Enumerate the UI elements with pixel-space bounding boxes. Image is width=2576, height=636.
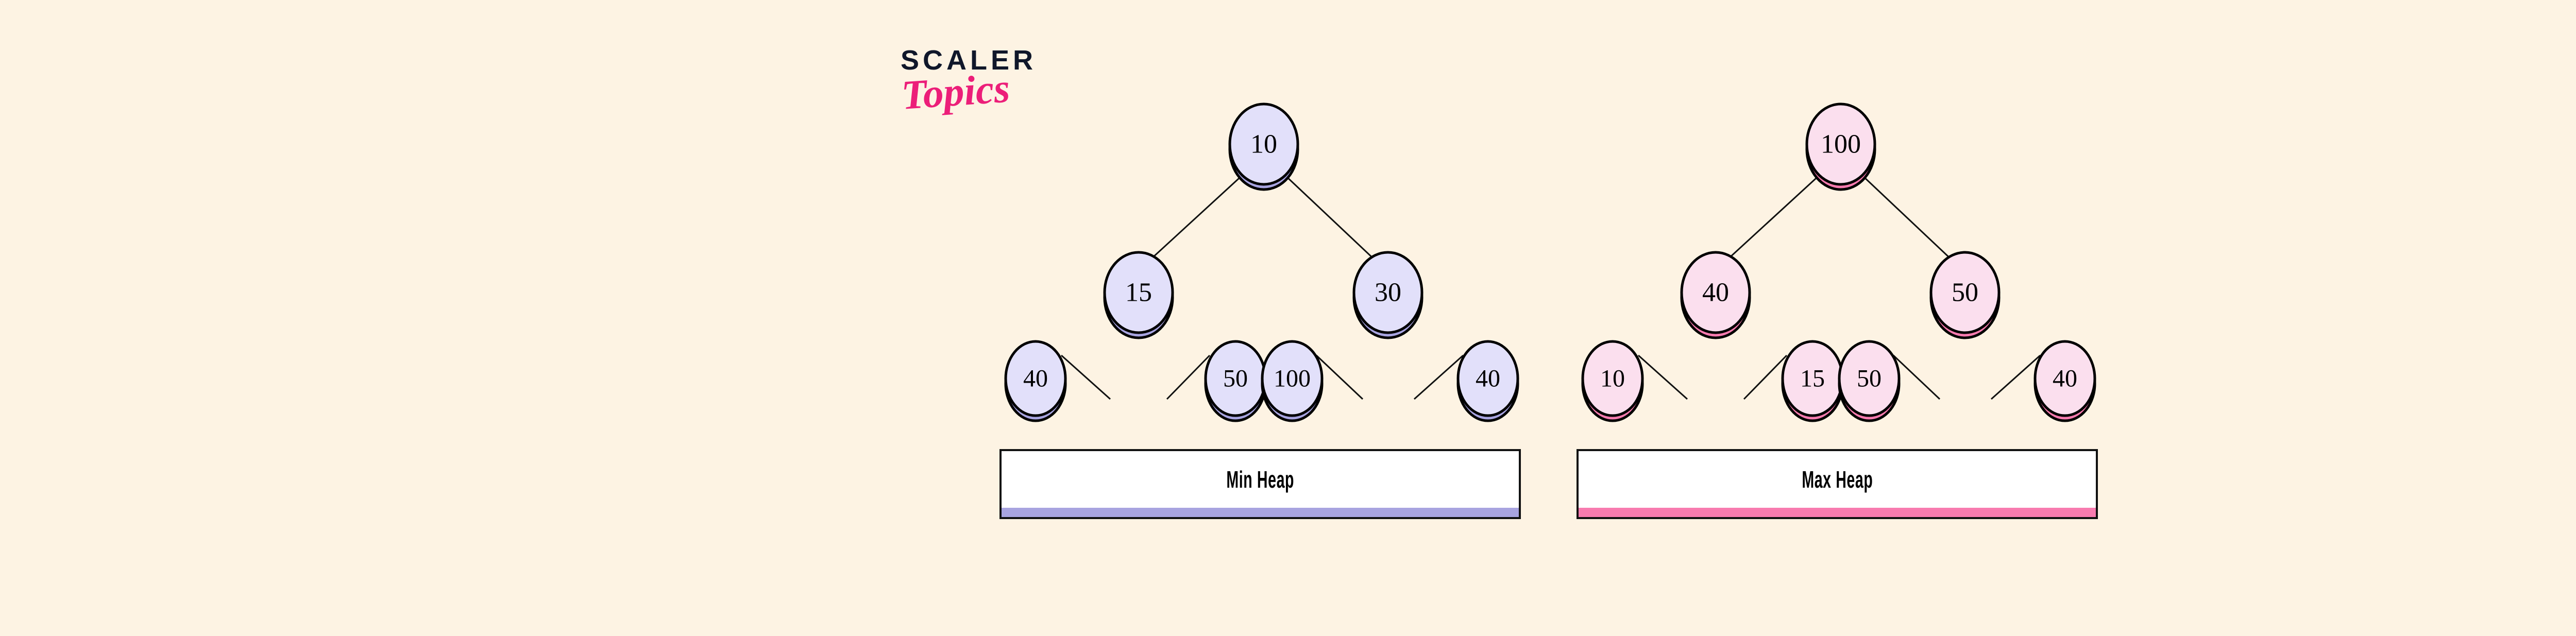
edge-max-l50-left	[1892, 354, 1941, 400]
max-node-10-a-label: 10	[1600, 365, 1625, 392]
min-node-30-label: 30	[1375, 278, 1401, 307]
min-node-40-a[interactable]: 40	[1004, 340, 1067, 422]
min-node-30[interactable]: 30	[1352, 251, 1423, 339]
max-node-50[interactable]: 50	[1929, 251, 2001, 339]
max-node-10-a[interactable]: 10	[1581, 340, 1644, 422]
logo-wordmark: SCALER	[901, 45, 1037, 76]
edge-max-root-right	[1853, 166, 1964, 271]
edge-max-l50-right	[1990, 354, 2041, 400]
min-heap-caption-box: Min Heap	[999, 449, 1521, 519]
edge-min-l30-right	[1413, 354, 1464, 400]
edge-min-l15-right	[1166, 354, 1211, 400]
max-node-15-b-label: 15	[1800, 365, 1825, 392]
logo-script: Topics	[900, 65, 1011, 118]
max-heap-edges	[1637, 166, 2041, 400]
edge-max-l40-left	[1637, 354, 1688, 400]
edge-min-l30-left	[1315, 354, 1364, 400]
scaler-topics-logo: SCALER Topics	[900, 45, 1037, 134]
max-node-40-d[interactable]: 40	[2033, 340, 2096, 422]
min-node-50-b-label: 50	[1223, 365, 1248, 392]
max-node-50-c-label: 50	[1857, 365, 1882, 392]
edge-min-root-right	[1276, 166, 1387, 271]
edge-max-l40-right	[1743, 354, 1788, 400]
max-node-40-label: 40	[1702, 278, 1729, 307]
min-node-10[interactable]: 10	[1228, 102, 1299, 191]
edge-min-root-left	[1138, 166, 1252, 271]
edge-max-root-left	[1715, 166, 1829, 271]
min-heap-accent-bar	[999, 508, 1521, 519]
max-node-50-c[interactable]: 50	[1838, 340, 1901, 422]
max-heap-caption-label: Max Heap	[1801, 466, 1873, 493]
min-node-50-b[interactable]: 50	[1204, 340, 1267, 422]
max-node-100-label: 100	[1821, 130, 1861, 159]
edge-min-l15-left	[1060, 354, 1111, 400]
max-node-15-b[interactable]: 15	[1781, 340, 1844, 422]
min-node-15[interactable]: 15	[1103, 251, 1174, 339]
min-node-15-label: 15	[1125, 278, 1152, 307]
max-node-40[interactable]: 40	[1680, 251, 1751, 339]
min-heap-nodes: 10 15 30 40	[1004, 102, 1519, 422]
min-node-40-a-label: 40	[1023, 365, 1048, 392]
max-node-50-label: 50	[1952, 278, 1978, 307]
max-node-100[interactable]: 100	[1805, 102, 1876, 191]
max-heap-caption-box: Max Heap	[1577, 449, 2098, 519]
min-node-10-label: 10	[1250, 130, 1277, 159]
max-node-40-d-label: 40	[2053, 365, 2077, 392]
min-node-100-c[interactable]: 100	[1261, 340, 1324, 422]
max-heap-accent-bar	[1577, 508, 2098, 519]
min-node-40-d[interactable]: 40	[1456, 340, 1519, 422]
min-node-100-c-label: 100	[1274, 365, 1311, 392]
min-heap-edges	[1060, 166, 1464, 400]
max-heap-nodes: 100 40 50 10	[1581, 102, 2096, 422]
min-heap-caption-label: Min Heap	[1226, 466, 1294, 493]
min-node-40-d-label: 40	[1476, 365, 1500, 392]
